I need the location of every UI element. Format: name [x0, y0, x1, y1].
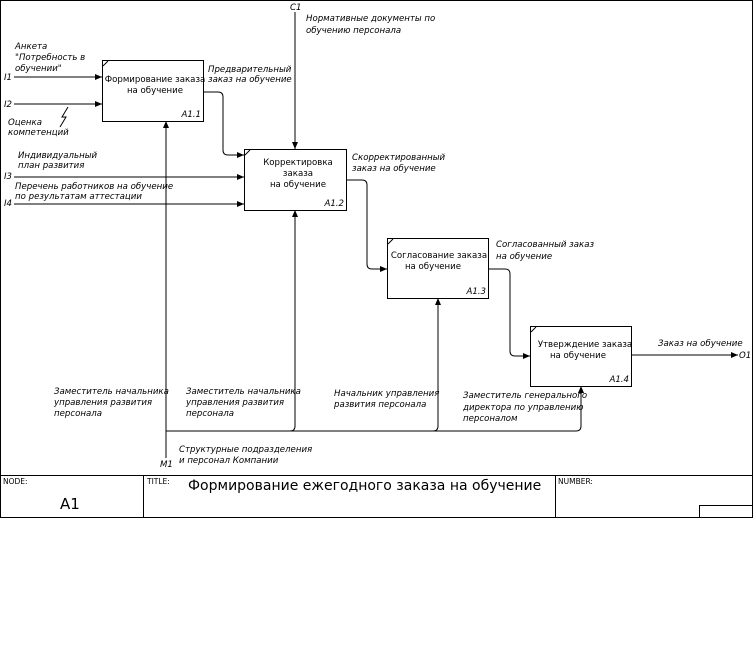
activity-code: A1.2: [323, 199, 344, 209]
activity-code: A1.4: [608, 375, 629, 385]
mechanism-arrow-m1[interactable]: [163, 121, 584, 458]
activity-a1-3[interactable]: Согласование заказа на обучение A1.3: [387, 238, 489, 299]
activity-title-line: Формирование заказа: [105, 75, 206, 85]
activity-title-line: на обучение: [127, 86, 183, 96]
activity-a1-2[interactable]: Корректировка заказа на обучение A1.2: [244, 149, 347, 211]
input-arrow-i2[interactable]: [14, 101, 102, 128]
svg-text:персонала: персонала: [186, 409, 234, 419]
output-label-o1: Заказ на обучение: [658, 339, 743, 349]
tunnel-code-i2: I2: [4, 100, 12, 110]
svg-text:Анкета: Анкета: [14, 42, 47, 52]
control-label-c1: Нормативные документы по обучению персон…: [306, 14, 435, 36]
svg-text:Предварительный: Предварительный: [208, 65, 292, 75]
svg-text:Начальник управления: Начальник управления: [334, 389, 439, 399]
svg-text:заказ на обучение: заказ на обучение: [352, 164, 436, 174]
tunnel-code-o1: O1: [739, 351, 751, 361]
node-label: NODE:: [3, 477, 28, 486]
tunnel-squiggle: [59, 106, 69, 128]
svg-text:Индивидуальный: Индивидуальный: [18, 151, 97, 161]
activity-code: A1.1: [180, 110, 201, 120]
svg-text:развития персонала: развития персонала: [333, 400, 426, 410]
input-label-i2: Оценка компетенций: [8, 118, 69, 138]
mechanism-label-2: Заместитель начальника управления развит…: [185, 387, 301, 419]
tunnel-code-i4: I4: [4, 199, 12, 209]
mechanism-label-4: Заместитель генерального директора по уп…: [462, 391, 587, 424]
svg-text:и персонал Компании: и персонал Компании: [179, 456, 279, 466]
diagram-title: Формирование ежегодного заказа на обучен…: [188, 478, 541, 494]
activity-title-line: Утверждение заказа: [538, 340, 632, 350]
svg-text:Заместитель генерального: Заместитель генерального: [463, 391, 587, 401]
tunnel-code-c1: C1: [290, 3, 301, 13]
activity-title-line: на обучение: [405, 262, 461, 272]
tunnel-code-m1: M1: [160, 460, 173, 470]
activity-a1-4[interactable]: Утверждение заказа на обучение A1.4: [530, 326, 633, 387]
flow-label-corrected: Скорректированный заказ на обучение: [352, 153, 445, 174]
mechanism-label-1: Заместитель начальника управления развит…: [53, 387, 169, 419]
activity-title-line: Согласование заказа: [391, 251, 487, 261]
svg-text:персоналом: персоналом: [463, 414, 518, 424]
svg-text:Нормативные документы по: Нормативные документы по: [306, 14, 435, 24]
svg-text:Структурные подразделения: Структурные подразделения: [179, 445, 312, 455]
activity-code: A1.3: [465, 287, 486, 297]
svg-text:компетенций: компетенций: [8, 128, 69, 138]
input-label-i4: Перечень работников на обучение по резул…: [15, 182, 173, 202]
svg-text:план развития: план развития: [18, 161, 84, 171]
number-label: NUMBER:: [558, 477, 593, 486]
node-value: A1: [60, 495, 80, 513]
svg-text:обучению персонала: обучению персонала: [306, 26, 401, 36]
svg-text:Скорректированный: Скорректированный: [352, 153, 445, 163]
svg-text:Заместитель начальника: Заместитель начальника: [186, 387, 301, 397]
svg-text:на обучение: на обучение: [496, 252, 552, 262]
activity-title-line: заказа: [283, 169, 313, 179]
svg-text:Заказ на обучение: Заказ на обучение: [658, 339, 743, 349]
flow-arrow-agreed-order[interactable]: [488, 268, 530, 359]
svg-text:по результатам аттестации: по результатам аттестации: [15, 192, 142, 202]
input-label-i1: Анкета "Потребность в обучении": [14, 42, 85, 74]
svg-text:Перечень работников на обучени: Перечень работников на обучение: [15, 182, 173, 192]
diagram-frame: [0, 0, 753, 518]
input-label-i3: Индивидуальный план развития: [18, 151, 97, 171]
svg-text:Заместитель начальника: Заместитель начальника: [54, 387, 169, 397]
svg-text:Согласованный заказ: Согласованный заказ: [496, 240, 594, 250]
svg-text:управления развития: управления развития: [185, 398, 284, 408]
svg-text:директора по управлению: директора по управлению: [462, 403, 584, 413]
mechanism-label-3: Начальник управления развития персонала: [333, 389, 439, 410]
activity-title-line: Корректировка: [263, 158, 333, 168]
flow-arrow-corrected-order[interactable]: [346, 179, 387, 272]
flow-label-prelim: Предварительный заказ на обучение: [208, 65, 292, 85]
svg-text:"Потребность в: "Потребность в: [15, 53, 85, 63]
footer-title-block: NODE: A1 TITLE: Формирование ежегодного …: [0, 475, 753, 518]
svg-text:персонала: персонала: [54, 409, 102, 419]
svg-text:заказ на обучение: заказ на обучение: [208, 75, 292, 85]
activity-title-line: на обучение: [550, 351, 606, 361]
svg-text:Оценка: Оценка: [8, 118, 42, 128]
tunnel-code-i1: I1: [4, 73, 12, 83]
flow-label-agreed: Согласованный заказ на обучение: [496, 240, 594, 262]
tunnel-code-i3: I3: [4, 172, 12, 182]
mechanism-label-main: Структурные подразделения и персонал Ком…: [179, 445, 312, 466]
activity-title-line: на обучение: [270, 180, 326, 190]
svg-text:обучении": обучении": [15, 64, 62, 74]
activity-a1-1[interactable]: Формирование заказа на обучение A1.1: [102, 60, 206, 122]
number-subcell: [699, 505, 753, 518]
flow-arrow-prelim-order[interactable]: [203, 91, 244, 158]
title-label: TITLE:: [146, 477, 170, 486]
svg-text:управления развития: управления развития: [53, 398, 152, 408]
